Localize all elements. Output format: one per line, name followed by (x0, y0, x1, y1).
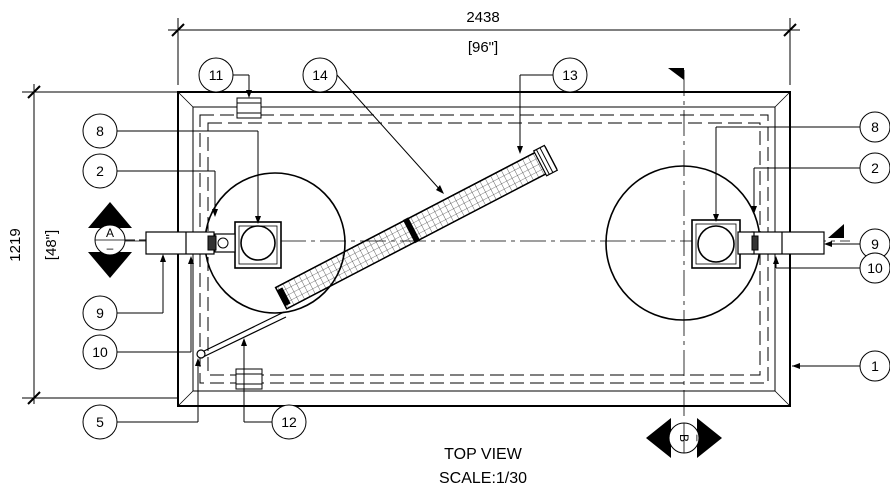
callout-9-right-label: 9 (871, 236, 879, 252)
height-mm-label: 1219 (7, 228, 24, 261)
callout-8-left-bubble (82, 113, 118, 149)
callout-5-bubble (82, 404, 118, 440)
callout-12-bubble (271, 404, 307, 440)
callout-12-label: 12 (281, 414, 297, 430)
callout-9-left-label: 9 (96, 305, 104, 321)
callout-5-label: 5 (96, 414, 104, 430)
callout-11-bubble (198, 57, 234, 93)
callout-2-right-label: 2 (871, 160, 879, 176)
callout-14-label: 14 (312, 67, 328, 83)
section-b-sheet: – (691, 435, 705, 442)
callout-10-right-bubble (859, 252, 890, 284)
view-scale: SCALE:1/30 (439, 470, 527, 487)
callout-13-label: 13 (562, 67, 578, 83)
callout-8-right-bubble (859, 111, 890, 143)
section-a-sheet: – (107, 241, 114, 255)
callout-14-bubble (302, 57, 338, 93)
leader-lines (117, 74, 861, 423)
callout-8-left-label: 8 (96, 123, 104, 139)
callout-2-left-bubble (82, 153, 118, 189)
callout-8-right-label: 8 (871, 119, 879, 135)
height-dimension (22, 84, 178, 405)
leader-arrows (160, 90, 832, 369)
width-mm-label: 2438 (466, 9, 499, 26)
section-b-top-arrow (668, 68, 684, 80)
callout-1-bubble (859, 350, 890, 382)
left-pipe (145, 231, 215, 255)
callout-2-left-label: 2 (96, 163, 104, 179)
section-a-cut-arrow (828, 224, 844, 238)
width-dimension (168, 18, 800, 85)
callout-10-right-label: 10 (867, 260, 883, 276)
callout-10-left-bubble (82, 334, 118, 370)
callout-10-left-label: 10 (92, 344, 108, 360)
top-fitting (236, 97, 262, 119)
height-in-label: [48"] (43, 230, 60, 260)
section-a-letter: A (106, 226, 114, 240)
callout-11-label: 11 (209, 67, 224, 83)
filter-assembly (274, 144, 559, 310)
callout-2-right-bubble (859, 152, 890, 184)
support-arm (196, 311, 287, 359)
width-in-label: [96"] (468, 39, 498, 56)
hidden-wall-lines (199, 114, 769, 384)
right-pump (691, 219, 759, 269)
section-b-marker (646, 418, 722, 458)
left-pump (207, 221, 282, 269)
callout-9-left-bubble (82, 295, 118, 331)
bottom-fitting (235, 368, 263, 390)
section-b-letter: B (677, 434, 691, 442)
callout-13-bubble (552, 57, 588, 93)
section-a-marker (88, 202, 146, 278)
view-title: TOP VIEW (444, 446, 523, 463)
right-pipe (751, 231, 825, 255)
callout-1-label: 1 (871, 358, 879, 374)
